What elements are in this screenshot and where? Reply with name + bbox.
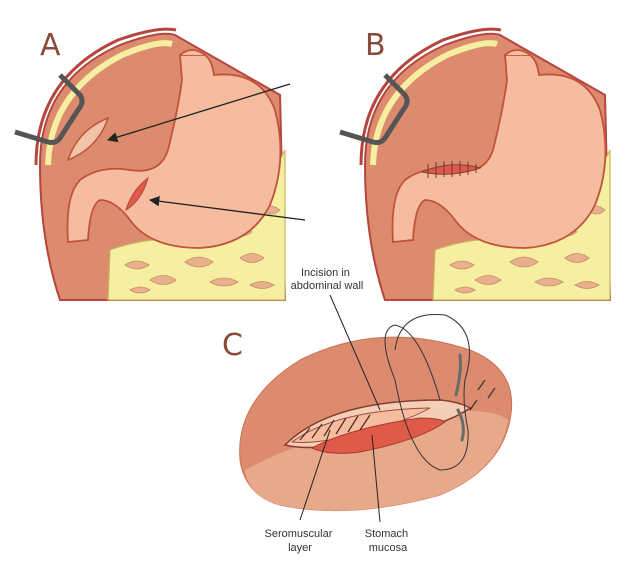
suture-stitches-b [427, 161, 477, 178]
needle-icon[interactable] [454, 353, 462, 397]
label-mucosa: Stomach mucosa [365, 528, 411, 554]
fat-layer-b [370, 40, 498, 166]
label-incision-line1: Incision in [301, 267, 350, 279]
seromuscular-layer-c [290, 407, 431, 443]
label-mucosa-line1: Stomach [365, 528, 408, 540]
skin-rim-a [34, 27, 177, 166]
esophagus-b [504, 49, 531, 56]
stomach-mucosa-c [310, 417, 446, 454]
arrow-to-wall-incision [107, 83, 291, 143]
outer-stitches-c [469, 379, 496, 411]
callout-line-mucosa [371, 434, 381, 523]
label-seromuscular: Seromuscular layer [265, 528, 336, 554]
panel-a-letter: A [40, 28, 61, 63]
panel-a: A [14, 27, 306, 301]
panel-c-letter: C [222, 328, 243, 363]
esophagus-a [179, 49, 206, 56]
skin-rim-b [359, 27, 502, 166]
needle-lower-icon[interactable] [456, 408, 465, 442]
panel-b: B [339, 27, 612, 301]
retractor-a[interactable] [14, 73, 85, 145]
label-mucosa-line2: mucosa [369, 542, 408, 554]
label-incision-line2: abdominal wall [291, 280, 364, 292]
label-seromuscular-line2: layer [288, 542, 312, 554]
suture-stitches-c [299, 414, 371, 441]
arrow-to-stomach-incision [148, 196, 306, 221]
panel-b-letter: B [365, 28, 386, 63]
retractor-b[interactable] [339, 73, 410, 145]
label-seromuscular-line1: Seromuscular [265, 528, 333, 540]
wall-incision-a [66, 116, 110, 162]
stomach-incision-a [125, 176, 149, 212]
label-incision: Incision in abdominal wall [291, 267, 364, 292]
suture-thread-c[interactable] [384, 313, 470, 471]
skin-lower-shade-c [245, 411, 508, 511]
fat-layer-a [45, 40, 173, 166]
callout-line-incision [329, 294, 381, 411]
panel-c: Incision in abdominal wall Seromuscular … [222, 267, 513, 554]
callout-line-seromuscular [299, 429, 331, 521]
